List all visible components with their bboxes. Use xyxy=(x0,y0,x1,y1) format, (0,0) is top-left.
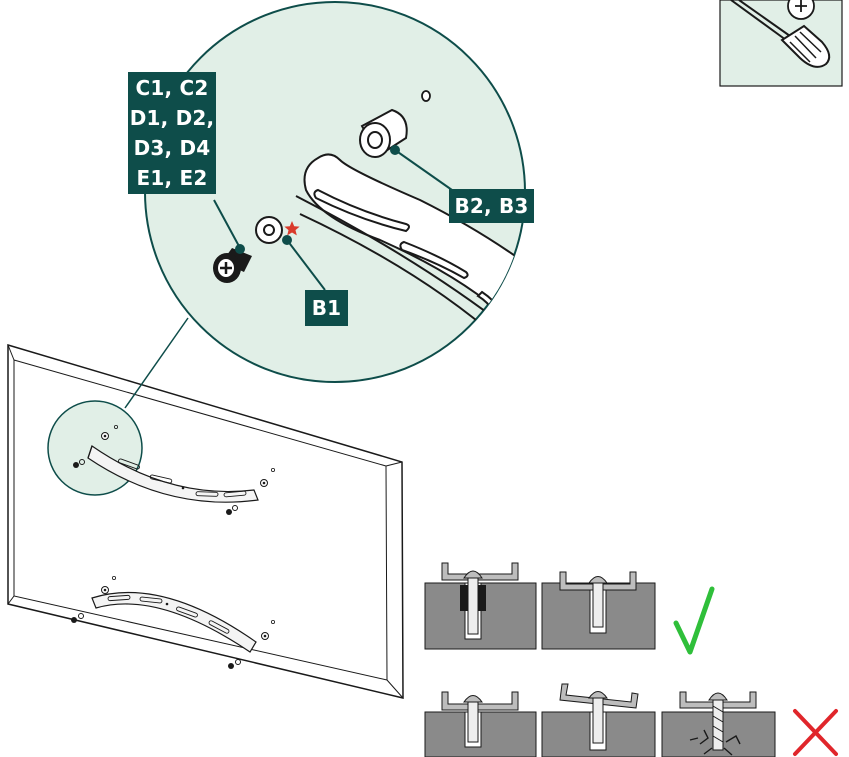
red-star-icon xyxy=(284,221,300,236)
tv-back-panel xyxy=(7,343,404,699)
washer-part xyxy=(255,216,283,244)
screws-group-label-line: D1, D2, xyxy=(129,106,215,130)
correct-example-spacer xyxy=(424,562,537,650)
washer-label: B1 xyxy=(305,290,348,326)
screws-group-label: C1, C2 D1, D2, D3, D4 E1, E2 xyxy=(128,72,216,194)
screws-group-label-line: D3, D4 xyxy=(133,136,211,160)
incorrect-example-1 xyxy=(424,691,537,757)
incorrect-example-2 xyxy=(541,683,656,757)
red-cross-icon xyxy=(793,709,838,756)
spacers-label: B2, B3 xyxy=(449,189,534,223)
screws-group-label-line: E1, E2 xyxy=(136,166,208,190)
lower-bracket xyxy=(71,576,275,669)
incorrect-example-cracked xyxy=(661,691,776,757)
screw-part xyxy=(213,248,252,283)
zoom-connector-line xyxy=(124,317,189,409)
screws-group-label-line: C1, C2 xyxy=(135,76,209,100)
green-checkmark-icon xyxy=(673,586,715,655)
zoom-detail-circle xyxy=(144,1,526,383)
spacer-part xyxy=(359,108,408,158)
correct-example-flat xyxy=(541,571,656,650)
phillips-screwdriver-icon xyxy=(719,0,843,87)
upper-bracket xyxy=(73,424,275,515)
